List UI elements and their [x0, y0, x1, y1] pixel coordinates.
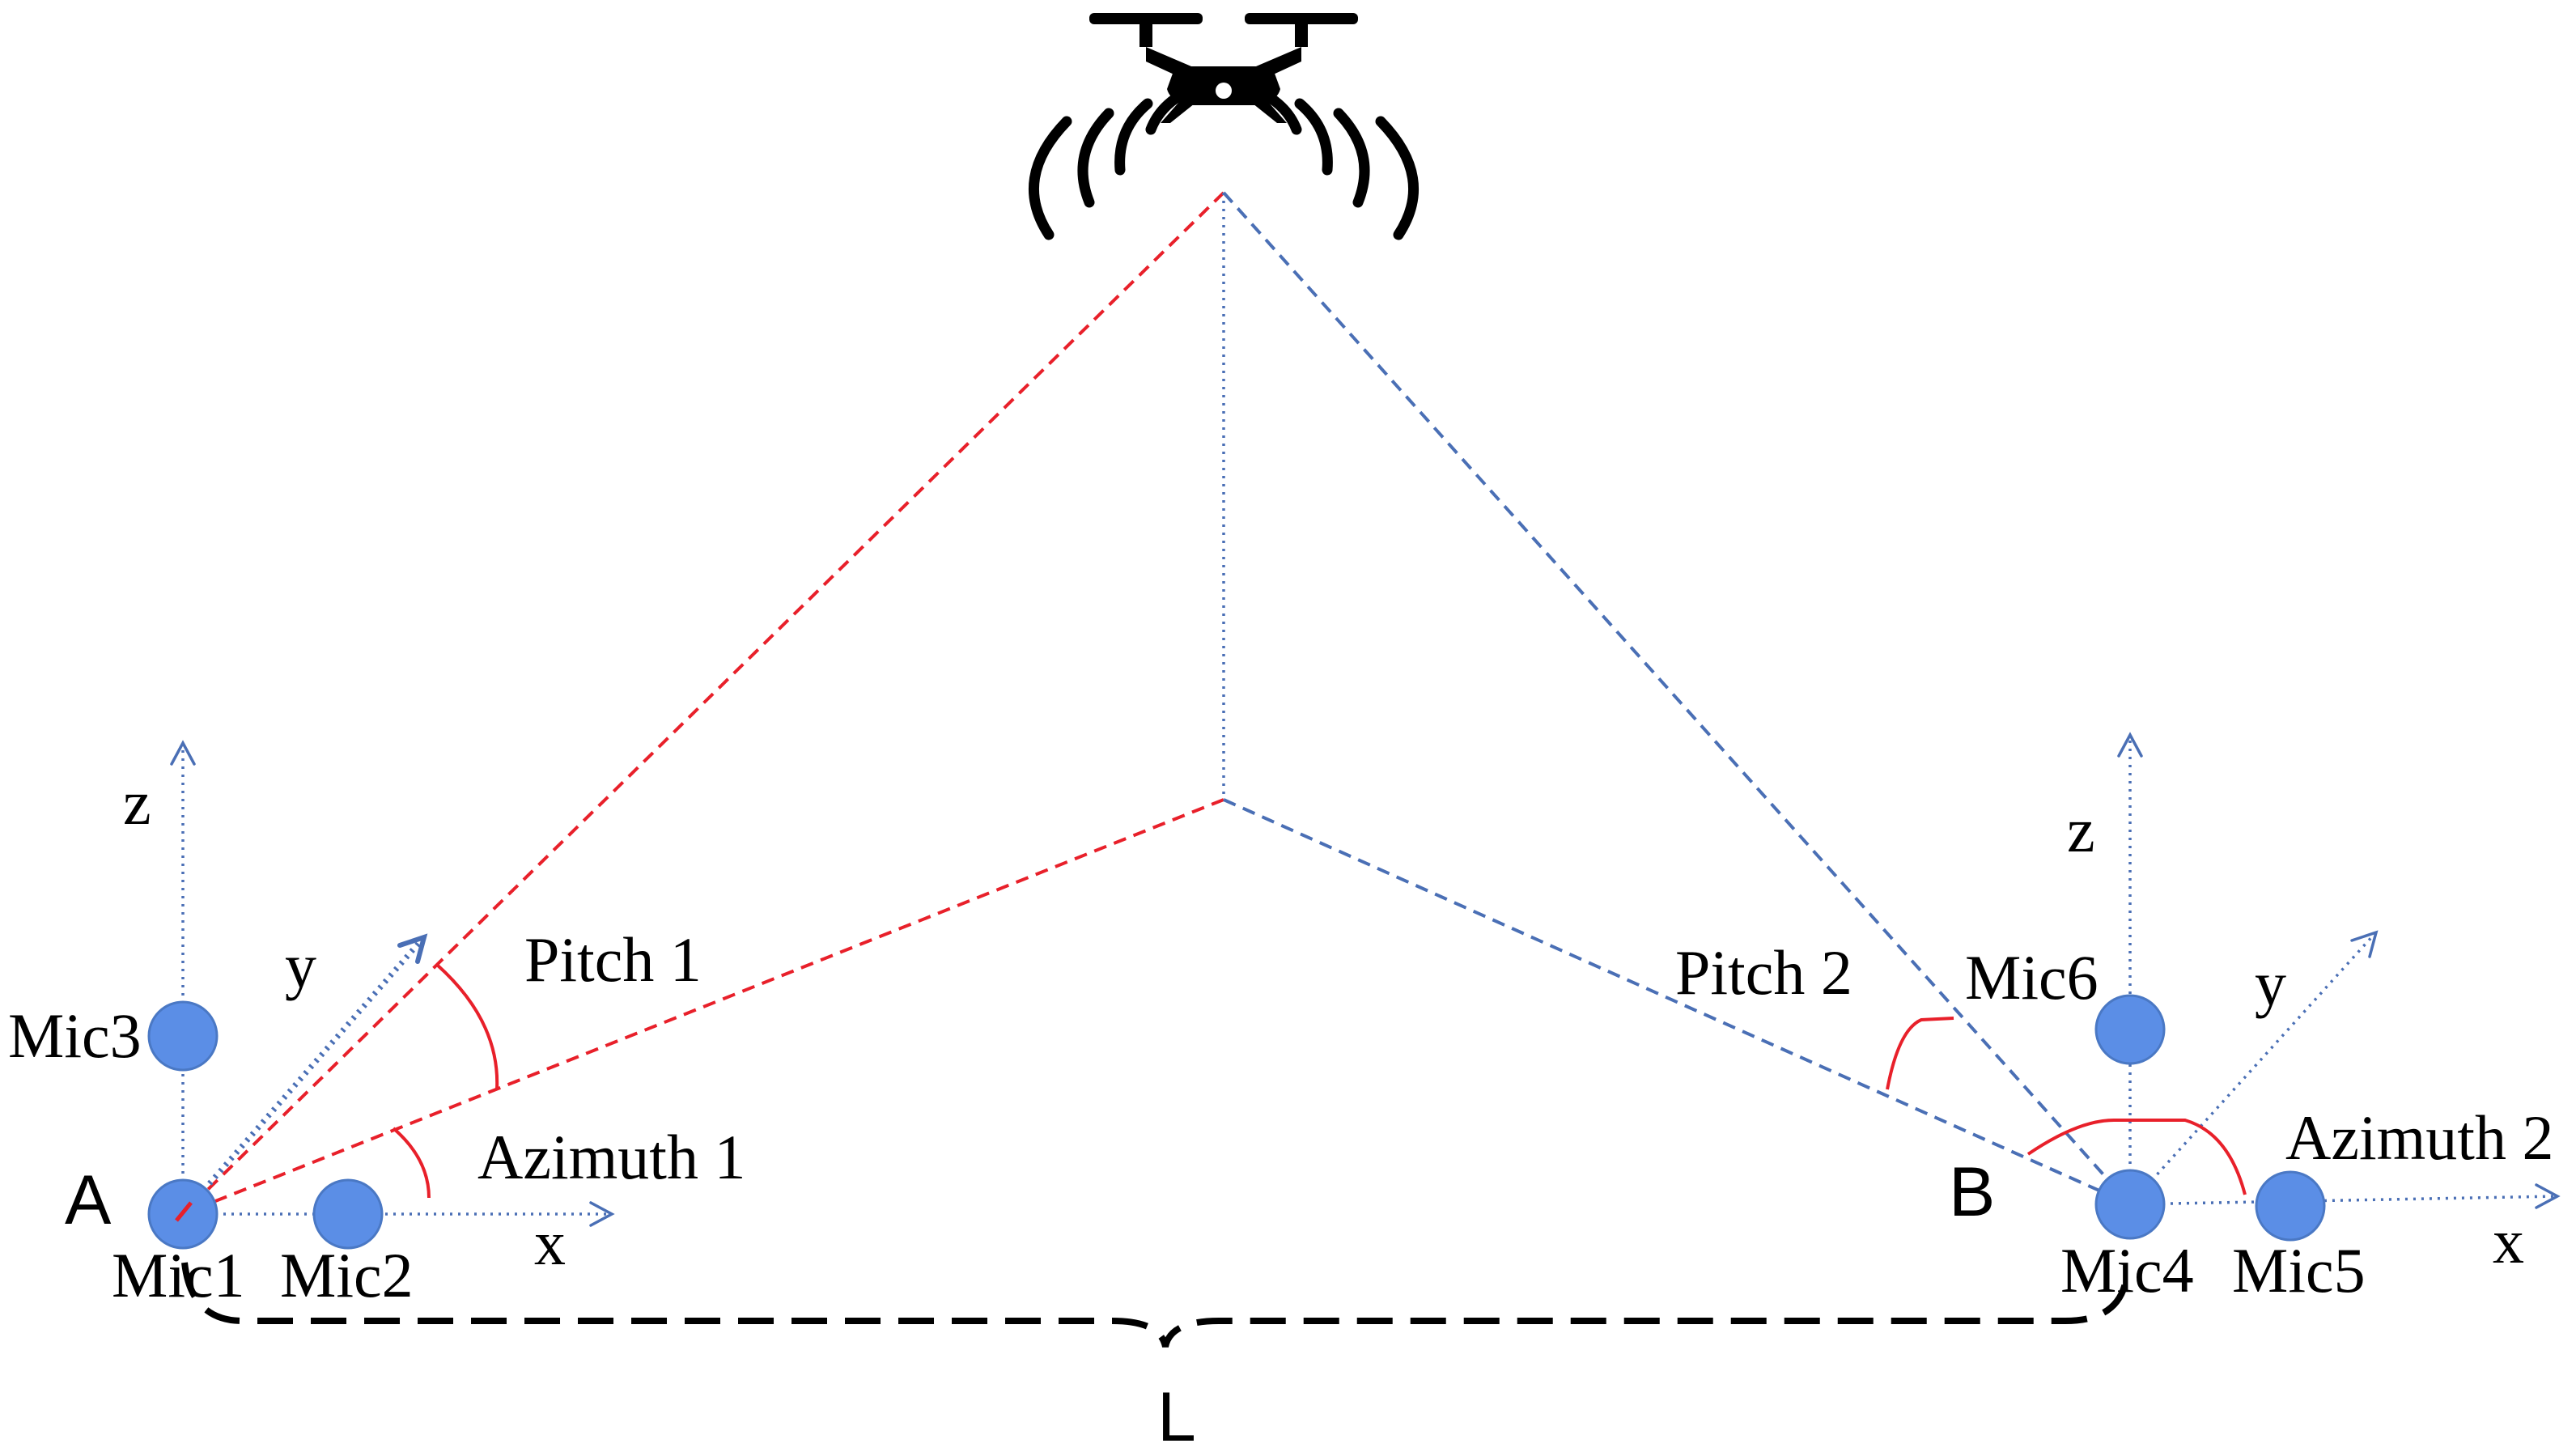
- mic1-label: Mic1: [112, 1240, 245, 1310]
- drone-to-mic4-line: [1222, 191, 2132, 1206]
- mic3-node: [147, 1000, 219, 1072]
- left-x-axis-label: x: [534, 1208, 566, 1278]
- left-y-axis-label: y: [285, 931, 316, 1001]
- right-z-axis-label: z: [2067, 795, 2095, 865]
- mic4-node: [2094, 1169, 2166, 1240]
- left-z-axis-label: z: [123, 767, 151, 838]
- pitch2-angle-arc: [1886, 1017, 1954, 1090]
- right-y-axis-label: y: [2255, 949, 2286, 1019]
- left-coordinate-axes: [170, 740, 615, 1227]
- drone-icon: [1089, 13, 1358, 123]
- mic6-label: Mic6: [1965, 942, 2099, 1013]
- ground-projection-red-line: [182, 798, 1224, 1216]
- right-x-axis-label: x: [2493, 1206, 2524, 1276]
- ground-projection-blue-line: [1223, 798, 2131, 1206]
- point-a-label: A: [65, 1161, 112, 1239]
- right-coordinate-axes: [2117, 732, 2561, 1209]
- mic5-label: Mic5: [2232, 1235, 2366, 1306]
- pitch2-label: Pitch 2: [1675, 937, 1852, 1008]
- pitch1-label: Pitch 1: [524, 924, 702, 995]
- pitch1-angle-arc: [435, 963, 499, 1090]
- azimuth1-angle-arc: [392, 1127, 431, 1199]
- mic2-label: Mic2: [280, 1240, 414, 1310]
- azimuth2-angle-arc: [2026, 1119, 2247, 1195]
- azimuth1-label: Azimuth 1: [477, 1122, 745, 1192]
- mic5-node: [2255, 1170, 2326, 1242]
- distance-brace: [181, 1262, 2130, 1348]
- sound-waves-icon: [1028, 90, 1420, 240]
- mic6-node: [2094, 994, 2166, 1065]
- mic3-label: Mic3: [8, 1000, 142, 1071]
- point-b-label: B: [1949, 1153, 1995, 1231]
- mic1-origin-arrow: [175, 1201, 193, 1222]
- mic4-label: Mic4: [2060, 1235, 2194, 1306]
- azimuth2-label: Azimuth 2: [2285, 1102, 2553, 1173]
- drone-to-mic1-line: [181, 191, 1225, 1216]
- mic2-node: [312, 1178, 384, 1250]
- distance-label: L: [1157, 1378, 1196, 1452]
